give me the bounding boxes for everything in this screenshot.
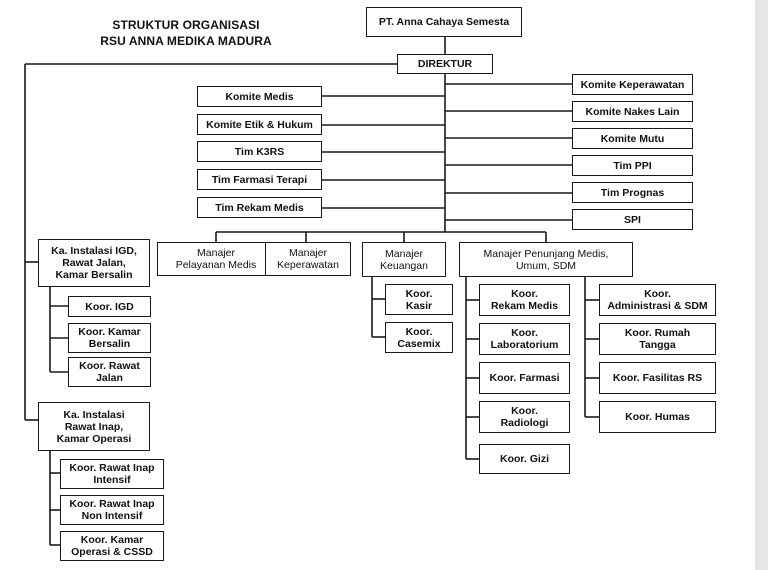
koor-humas: Koor. Humas	[599, 401, 716, 433]
ka-instalasi-rawat-inap: Ka. Instalasi Rawat Inap, Kamar Operasi	[38, 402, 150, 451]
right-unit-tim-ppi: Tim PPI	[572, 155, 693, 176]
manager-keperawatan: Manajer Keperawatan	[265, 242, 351, 276]
right-unit-komite-nakes: Komite Nakes Lain	[572, 101, 693, 122]
right-unit-spi: SPI	[572, 209, 693, 230]
left-unit-komite-etik: Komite Etik & Hukum	[197, 114, 322, 135]
koor-rawat-jalan: Koor. Rawat Jalan	[68, 357, 151, 387]
manager-penunjang: Manajer Penunjang Medis, Umum, SDM	[459, 242, 633, 277]
chart-title-line-2: RSU ANNA MEDIKA MADURA	[100, 34, 272, 48]
koor-rawat-inap-non-intensif: Koor. Rawat Inap Non Intensif	[60, 495, 164, 525]
koor-kasir: Koor. Kasir	[385, 284, 453, 315]
koor-fasilitas-rs: Koor. Fasilitas RS	[599, 362, 716, 394]
koor-rumah-tangga: Koor. Rumah Tangga	[599, 323, 716, 355]
koor-rekam-medis: Koor. Rekam Medis	[479, 284, 570, 316]
koor-kamar-bersalin: Koor. Kamar Bersalin	[68, 323, 151, 353]
koor-laboratorium: Koor. Laboratorium	[479, 323, 570, 355]
chart-title-line-1: STRUKTUR ORGANISASI	[112, 18, 260, 32]
koor-rawat-inap-intensif: Koor. Rawat Inap Intensif	[60, 459, 164, 489]
page-edge-shadow	[755, 0, 768, 570]
left-unit-komite-medis: Komite Medis	[197, 86, 322, 107]
left-unit-tim-k3rs: Tim K3RS	[197, 141, 322, 162]
koor-casemix: Koor. Casemix	[385, 322, 453, 353]
right-unit-komite-keperawatan: Komite Keperawatan	[572, 74, 693, 95]
manager-pelayanan-medis: Manajer Pelayanan Medis	[157, 242, 275, 276]
right-unit-tim-prognas: Tim Prognas	[572, 182, 693, 203]
koor-radiologi: Koor. Radiologi	[479, 401, 570, 433]
left-unit-tim-farmasi: Tim Farmasi Terapi	[197, 169, 322, 190]
owner-box: PT. Anna Cahaya Semesta	[366, 7, 522, 37]
koor-administrasi-sdm: Koor. Administrasi & SDM	[599, 284, 716, 316]
koor-kamar-operasi-cssd: Koor. Kamar Operasi & CSSD	[60, 531, 164, 561]
director-box: DIREKTUR	[397, 54, 493, 74]
manager-keuangan: Manajer Keuangan	[362, 242, 446, 277]
ka-instalasi-igd: Ka. Instalasi IGD, Rawat Jalan, Kamar Be…	[38, 239, 150, 287]
koor-gizi: Koor. Gizi	[479, 444, 570, 474]
right-unit-komite-mutu: Komite Mutu	[572, 128, 693, 149]
left-unit-tim-rekam-medis: Tim Rekam Medis	[197, 197, 322, 218]
koor-farmasi: Koor. Farmasi	[479, 362, 570, 394]
koor-igd: Koor. IGD	[68, 296, 151, 317]
